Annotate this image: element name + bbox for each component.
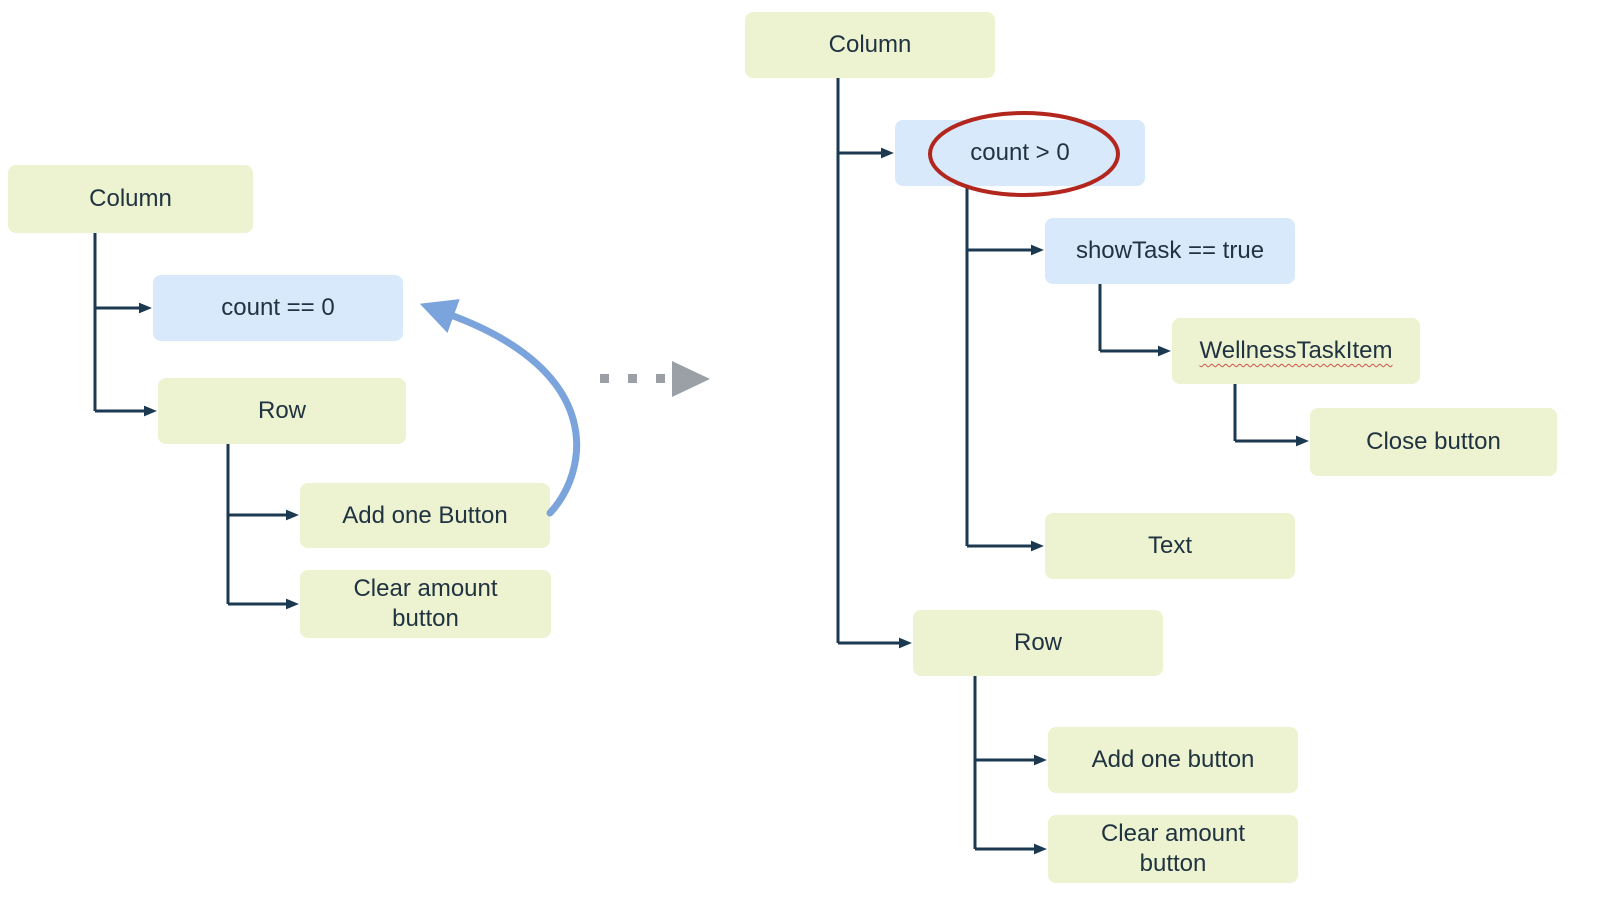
node-label: Clear amount button <box>353 575 498 632</box>
right-add-one-button-node: Add one button <box>1048 727 1298 793</box>
right-text-node: Text <box>1045 513 1295 579</box>
node-label: Add one Button <box>342 501 508 529</box>
node-label: showTask == true <box>1075 237 1265 264</box>
node-label: WellnessTaskItem <box>1199 337 1393 364</box>
node-label: Row <box>1013 629 1062 656</box>
right-clear-amount-button-node: Clear amount button <box>1048 815 1298 883</box>
left-clear-amount-button-node: Clear amount button <box>300 570 551 638</box>
node-label: Column <box>828 31 912 58</box>
node-label: Row <box>257 397 306 424</box>
node-label: count == 0 <box>221 294 335 321</box>
node-label: Close button <box>1366 428 1501 455</box>
node-label: Add one button <box>1091 746 1255 773</box>
left-row-node: Row <box>158 378 406 444</box>
left-add-one-button-node: Add one Button <box>300 483 550 548</box>
right-showtask-node: showTask == true <box>1045 218 1295 284</box>
right-condition-node: count > 0 <box>895 120 1145 186</box>
node-label: Text <box>1147 532 1192 559</box>
node-label: Clear amount button <box>1100 820 1246 877</box>
node-label: Column <box>89 185 172 212</box>
right-column-node: Column <box>745 12 995 78</box>
left-column-node: Column <box>8 165 253 233</box>
right-close-button-node: Close button <box>1310 408 1557 476</box>
right-wellness-task-item-node: WellnessTaskItem <box>1172 318 1420 384</box>
node-label: count > 0 <box>970 139 1070 166</box>
right-row-node: Row <box>913 610 1163 676</box>
left-condition-node: count == 0 <box>153 275 403 341</box>
transition-arrow-icon <box>600 361 710 397</box>
